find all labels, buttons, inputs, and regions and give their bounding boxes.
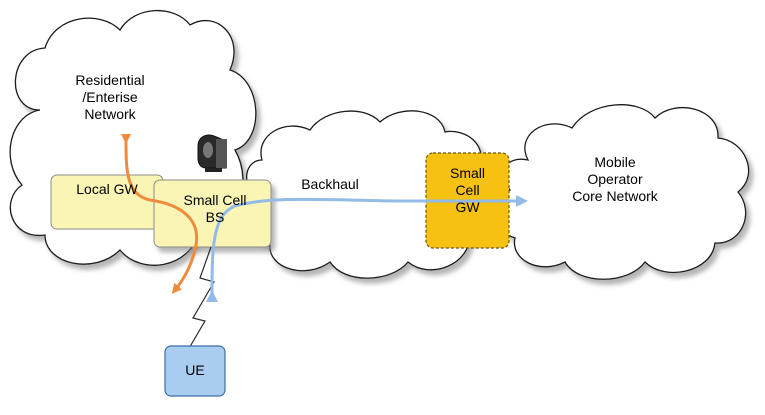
core-network-label: Mobile Operator Core Network	[572, 154, 658, 204]
small-cell-device-icon	[197, 134, 227, 172]
small-cell-gw-label: Small Cell GW	[449, 165, 485, 215]
core-traffic-path	[205, 195, 528, 303]
small-cell-bs-label: Small Cell BS	[183, 192, 247, 225]
ue-box	[164, 345, 226, 397]
local-breakout-path	[120, 133, 199, 294]
radio-link	[187, 246, 215, 351]
ue-label: UE	[185, 362, 205, 378]
backhaul-label: Backhaul	[301, 176, 359, 192]
local-gw-label: Local GW	[76, 181, 138, 197]
residential-network-label: Residential /Enterise Network	[75, 72, 145, 122]
